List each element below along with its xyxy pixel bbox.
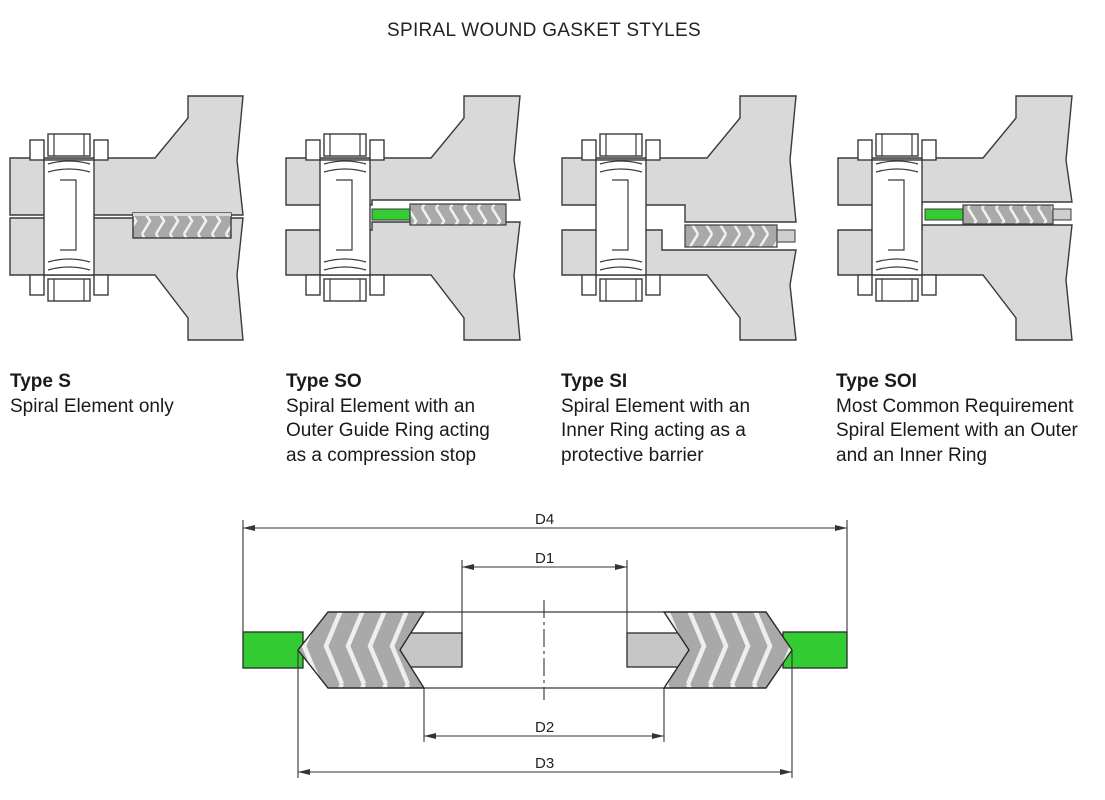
spiral-element [409,203,507,226]
dimension-d1 [462,564,627,570]
label-d1: D1 [535,550,554,567]
caption-type-si: Type SI Spiral Element with an Inner Rin… [561,370,831,468]
label-d2: D2 [535,719,554,736]
figure-type-so [285,95,521,341]
caption-line: Spiral Element with an Outer [836,420,1078,441]
caption-type-s: Type S Spiral Element only [10,370,280,419]
gasket-cross-section: D4 D1 D2 D3 [242,511,848,778]
caption-title: Type SOI [836,371,917,392]
caption-line: as a compression stop [286,444,477,466]
caption-line: Most Common Requirement [836,395,1074,417]
caption-line: Spiral Element with an [286,395,476,417]
diagram-title: SPIRAL WOUND GASKET STYLES [387,20,701,41]
spiral-element [684,224,778,248]
caption-type-soi: Type SOI Most Common Requirement Spiral … [836,370,1105,468]
caption-type-so: Type SO Spiral Element with an Outer Gui… [286,370,556,468]
caption-line: protective barrier [561,444,704,466]
caption-line: Spiral Element only [10,395,174,417]
spiral-windings-right [662,611,793,689]
label-d4: D4 [535,511,554,528]
caption-line: Spiral Element with an [561,395,751,417]
inner-ring-left [399,632,463,668]
outer-guide-ring [924,208,964,221]
caption-line: Outer Guide Ring acting [286,420,490,441]
outer-ring-right [782,631,848,669]
caption-line: Inner Ring acting as a [561,420,746,441]
inner-ring [1052,208,1072,221]
caption-line: and an Inner Ring [836,444,988,466]
spiral-element [962,204,1054,225]
figure-type-soi [837,95,1073,341]
caption-title: Type SI [561,371,628,392]
dimension-d2 [424,733,664,739]
figure-type-s [9,95,244,341]
inner-ring [776,229,796,243]
dimension-d3 [298,769,792,775]
spiral-element [132,212,232,239]
caption-title: Type S [10,371,71,392]
outer-ring-left [242,631,304,669]
caption-title: Type SO [286,371,362,392]
dimension-d4 [243,525,847,531]
inner-ring-right [626,632,690,668]
label-d3: D3 [535,755,554,772]
outer-guide-ring [371,208,411,221]
figure-type-si [561,95,797,341]
bolt [43,159,95,276]
